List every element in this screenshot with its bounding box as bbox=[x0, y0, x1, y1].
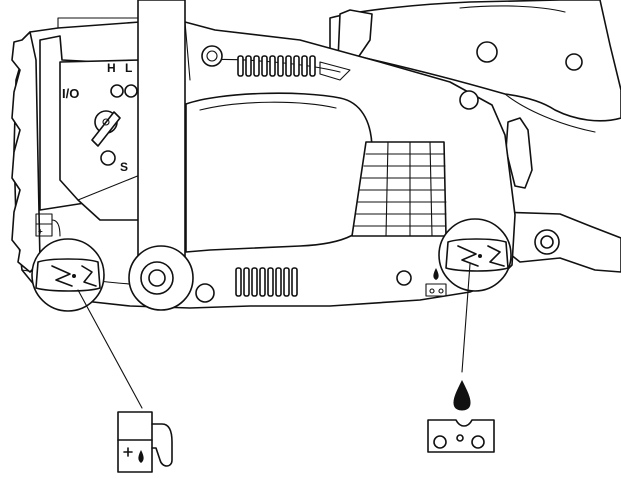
body-screws bbox=[195, 45, 479, 303]
front-handle bbox=[128, 0, 194, 311]
fuel-pump-icon bbox=[117, 411, 173, 473]
idle-screw bbox=[100, 150, 116, 166]
low-speed-screw bbox=[124, 84, 138, 98]
vent-bottom bbox=[235, 267, 298, 297]
fuel-cap bbox=[31, 238, 105, 312]
label-l: L bbox=[125, 61, 132, 75]
rear-handle bbox=[329, 0, 621, 133]
svg-text:+: + bbox=[38, 227, 43, 236]
oil-mark-small bbox=[425, 268, 447, 297]
fuel-mark-small: + bbox=[35, 213, 61, 237]
label-h: H bbox=[107, 61, 116, 75]
adjustment-screws: H L S bbox=[100, 61, 138, 174]
label-s: S bbox=[120, 160, 128, 174]
callout-lines bbox=[77, 263, 471, 409]
stop-switch: I/O bbox=[62, 86, 121, 147]
chain-brake-area bbox=[499, 211, 621, 273]
cooling-grille bbox=[351, 141, 447, 237]
chain-oil-icon bbox=[427, 380, 495, 453]
inner-panel bbox=[185, 92, 373, 253]
oil-cap bbox=[438, 218, 512, 292]
high-speed-screw bbox=[110, 84, 124, 98]
vent-top bbox=[237, 55, 316, 77]
stop-switch-label: I/O bbox=[62, 86, 79, 101]
